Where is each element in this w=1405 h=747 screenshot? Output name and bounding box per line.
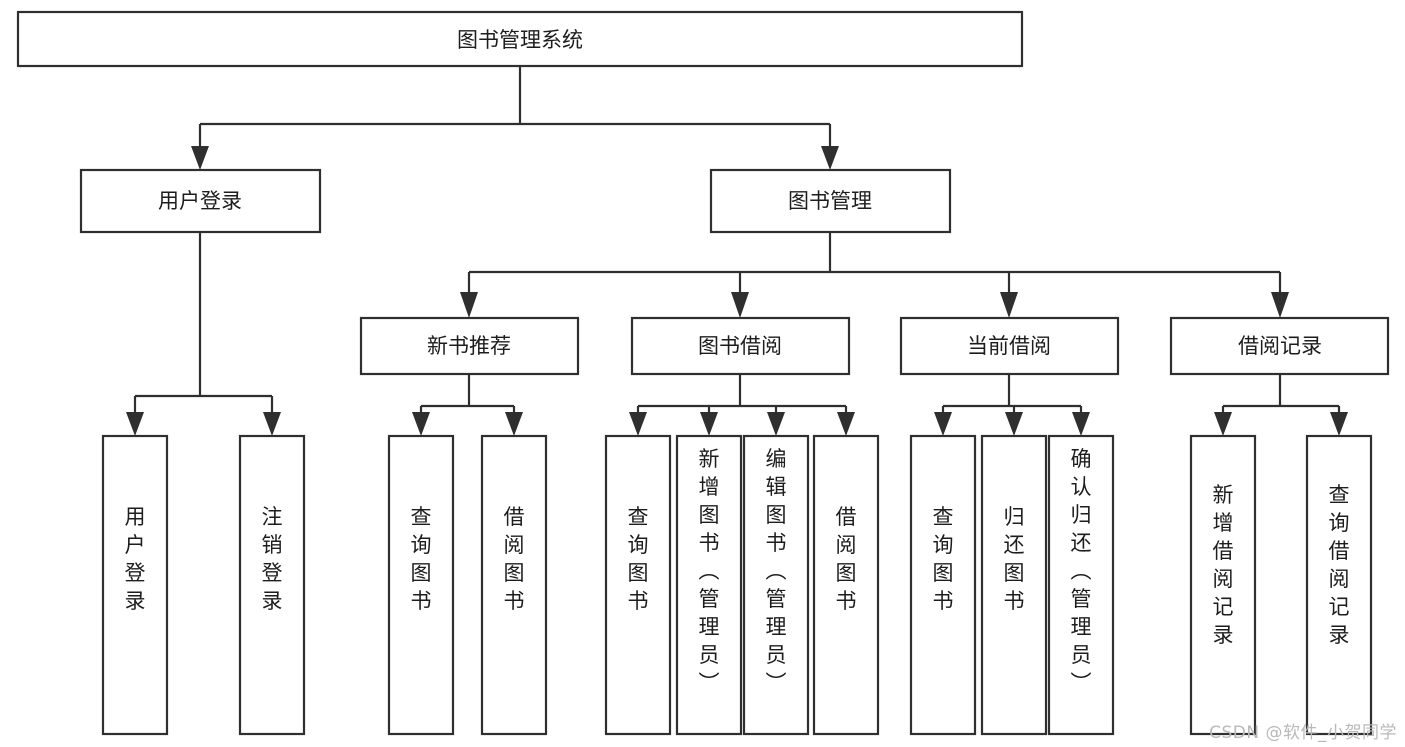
node-leaf-logout-login[interactable]: 注销登录 [238, 434, 306, 736]
node-book-manage-box[interactable] [709, 168, 952, 234]
node-leaf-borrow-book-2-label: 借阅图书 [836, 505, 857, 613]
node-leaf-query-book-1-box[interactable] [387, 434, 455, 736]
arrow-leaf-query-book-1 [412, 412, 430, 436]
node-leaf-confirm-return[interactable]: 确认归还︵管理员︶ [1047, 434, 1115, 736]
arrow-new-book-recommend [460, 292, 478, 318]
node-leaf-return-book-label: 归还图书 [1004, 505, 1025, 613]
node-book-manage-label: 图书管理 [788, 189, 872, 213]
csdn-watermark: CSDN @软件_小贺同学 [1209, 723, 1397, 743]
node-leaf-query-book-1-label: 查询图书 [411, 505, 432, 613]
arrow-user-login [191, 146, 209, 170]
node-leaf-query-book-2[interactable]: 查询图书 [604, 434, 672, 736]
node-leaf-user-login-label: 用户登录 [125, 505, 146, 613]
arrow-leaf-confirm-return [1072, 412, 1090, 436]
node-new-book-recommend[interactable]: 新书推荐 [359, 316, 580, 376]
node-new-book-recommend-label: 新书推荐 [427, 334, 511, 358]
node-user-login-box[interactable] [79, 168, 322, 234]
node-leaf-user-login-box[interactable] [101, 434, 169, 736]
node-leaf-return-book-box[interactable] [980, 434, 1048, 736]
node-leaf-add-book-box[interactable] [675, 434, 743, 736]
node-leaf-add-record-box[interactable] [1189, 434, 1257, 736]
node-user-login-label: 用户登录 [158, 189, 242, 213]
arrow-leaf-logout-login [263, 412, 281, 436]
node-user-login[interactable]: 用户登录 [79, 168, 322, 234]
node-current-borrow[interactable]: 当前借阅 [899, 316, 1120, 376]
node-leaf-query-book-3-label: 查询图书 [933, 505, 954, 613]
node-borrow-record[interactable]: 借阅记录 [1169, 316, 1390, 376]
node-leaf-return-book[interactable]: 归还图书 [980, 434, 1048, 736]
arrow-book-manage [821, 146, 839, 170]
node-leaf-query-book-3-box[interactable] [909, 434, 977, 736]
arrow-leaf-add-record [1214, 412, 1232, 436]
node-leaf-confirm-return-label: 确认归还︵管理员︶ [1071, 447, 1092, 695]
node-book-borrow-box[interactable] [630, 316, 851, 376]
node-leaf-confirm-return-box[interactable] [1047, 434, 1115, 736]
node-leaf-user-login[interactable]: 用户登录 [101, 434, 169, 736]
node-leaf-borrow-book-1[interactable]: 借阅图书 [480, 434, 548, 736]
arrow-leaf-query-book-2 [629, 412, 647, 436]
connector-layer [126, 66, 1348, 436]
node-root[interactable]: 图书管理系统 [16, 10, 1024, 68]
arrow-leaf-add-book [700, 412, 718, 436]
node-leaf-edit-book-box[interactable] [742, 434, 810, 736]
node-leaf-logout-login-box[interactable] [238, 434, 306, 736]
arrow-leaf-borrow-book-2 [837, 412, 855, 436]
node-leaf-add-record-label: 新增借阅记录 [1213, 483, 1234, 647]
node-borrow-record-label: 借阅记录 [1238, 334, 1322, 358]
node-new-book-recommend-box[interactable] [359, 316, 580, 376]
node-borrow-record-box[interactable] [1169, 316, 1390, 376]
node-leaf-query-record[interactable]: 查询借阅记录 [1305, 434, 1373, 736]
node-book-borrow[interactable]: 图书借阅 [630, 316, 851, 376]
arrow-leaf-query-record [1330, 412, 1348, 436]
node-leaf-query-book-2-box[interactable] [604, 434, 672, 736]
node-leaf-add-book-label: 新增图书︵管理员︶ [699, 447, 720, 695]
node-book-manage[interactable]: 图书管理 [709, 168, 952, 234]
node-current-borrow-label: 当前借阅 [967, 334, 1051, 358]
node-leaf-borrow-book-1-label: 借阅图书 [504, 505, 525, 613]
node-leaf-query-book-1[interactable]: 查询图书 [387, 434, 455, 736]
node-leaf-edit-book-label: 编辑图书︵管理员︶ [766, 447, 787, 695]
arrow-book-borrow [731, 292, 749, 318]
node-root-label: 图书管理系统 [457, 28, 583, 52]
node-leaf-borrow-book-1-box[interactable] [480, 434, 548, 736]
node-leaf-query-record-box[interactable] [1305, 434, 1373, 736]
node-leaf-borrow-book-2-box[interactable] [812, 434, 880, 736]
node-root-box[interactable] [16, 10, 1024, 68]
arrow-borrow-record [1271, 292, 1289, 318]
node-leaf-add-book[interactable]: 新增图书︵管理员︶ [675, 434, 743, 736]
node-leaf-query-record-label: 查询借阅记录 [1329, 483, 1350, 647]
node-leaf-logout-login-label: 注销登录 [262, 505, 283, 613]
leaf-layer: 用户登录 注销登录 查询图书 借阅图书 查询图书 新增图书︵管理员︶ [101, 434, 1373, 736]
node-leaf-query-book-3[interactable]: 查询图书 [909, 434, 977, 736]
arrow-leaf-user-login [126, 412, 144, 436]
arrow-leaf-borrow-book-1 [505, 412, 523, 436]
arrow-leaf-query-book-3 [934, 412, 952, 436]
node-leaf-add-record[interactable]: 新增借阅记录 [1189, 434, 1257, 736]
node-leaf-query-book-2-label: 查询图书 [628, 505, 649, 613]
node-book-borrow-label: 图书借阅 [698, 334, 782, 358]
arrow-leaf-return-book [1005, 412, 1023, 436]
node-leaf-borrow-book-2[interactable]: 借阅图书 [812, 434, 880, 736]
arrow-leaf-edit-book [767, 412, 785, 436]
node-leaf-edit-book[interactable]: 编辑图书︵管理员︶ [742, 434, 810, 736]
node-current-borrow-box[interactable] [899, 316, 1120, 376]
arrow-current-borrow [1000, 292, 1018, 318]
